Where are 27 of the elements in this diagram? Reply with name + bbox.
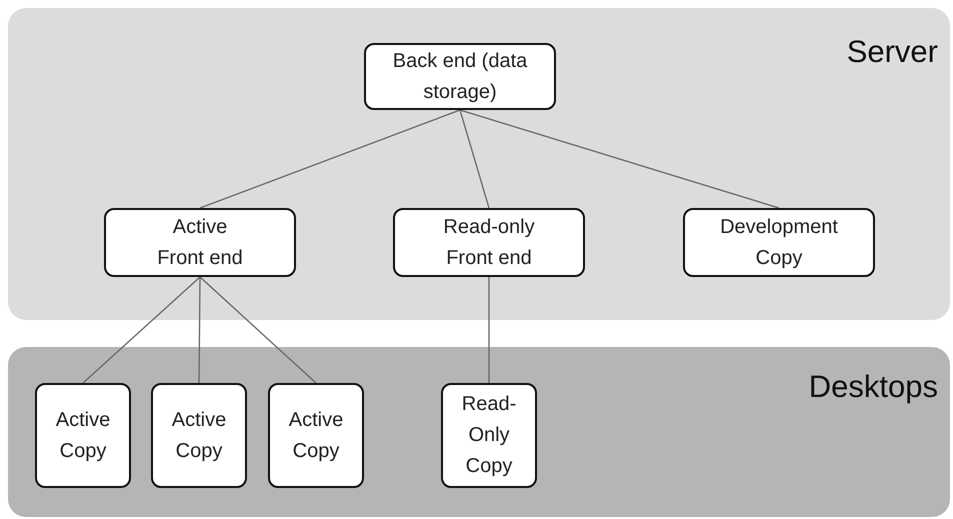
region-band	[8, 347, 950, 517]
region-title: Desktops	[808, 369, 938, 405]
connector-line	[459, 110, 490, 208]
connector-line	[200, 276, 316, 384]
process-box	[364, 43, 556, 110]
box-label: Read-only Front end	[442, 214, 536, 270]
box-label: Active Front end	[156, 214, 244, 270]
box-label: Active Copy	[170, 408, 228, 464]
box-label: Read-Only Copy	[460, 392, 518, 479]
region-band	[8, 8, 950, 320]
connector-line	[488, 277, 490, 383]
process-box	[268, 383, 364, 488]
connector-line	[198, 277, 201, 383]
connector-line	[200, 109, 460, 209]
process-box	[35, 383, 131, 488]
process-box	[441, 383, 537, 488]
box-label: Development Copy	[719, 214, 839, 270]
region-title: Server	[846, 34, 938, 70]
box-label: Back end (data storage)	[392, 48, 528, 104]
process-box	[151, 383, 247, 488]
connector-line	[460, 109, 780, 209]
process-box	[393, 208, 585, 277]
process-box	[683, 208, 875, 277]
box-label: Active Copy	[288, 408, 344, 464]
box-label: Active Copy	[54, 408, 112, 464]
connector-line	[82, 276, 200, 384]
process-box	[104, 208, 296, 277]
